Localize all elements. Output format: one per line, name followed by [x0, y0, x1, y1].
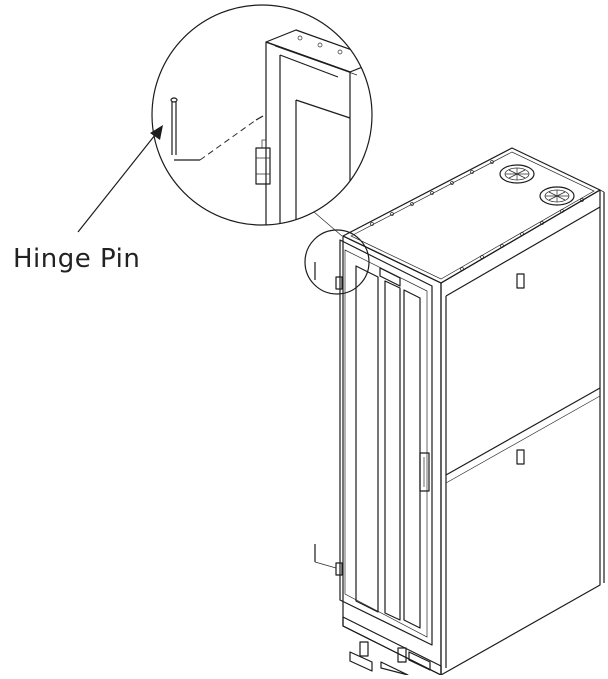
fan-vent-icon — [499, 164, 535, 184]
front-door — [335, 239, 433, 646]
detail-top-edge — [265, 29, 372, 73]
cabinet-top — [342, 147, 601, 284]
hinge-pin-icon — [170, 97, 178, 155]
callout-arrow — [77, 125, 163, 233]
detail-magnifier — [151, 4, 373, 226]
detail-circle — [151, 4, 373, 226]
door-hinge-icon — [335, 562, 343, 576]
fan-vent-icon — [539, 186, 575, 206]
side-panel-latch — [516, 273, 525, 289]
detail-connector — [313, 211, 343, 237]
door-handle-icon — [419, 452, 430, 492]
server-rack-cabinet — [314, 147, 605, 676]
leveling-feet — [349, 641, 431, 676]
door-hinge-icon — [255, 147, 271, 185]
side-panel-latch — [516, 449, 525, 465]
door-hinge-icon — [335, 276, 343, 290]
hinge-pin-label: Hinge Pin — [13, 244, 141, 274]
